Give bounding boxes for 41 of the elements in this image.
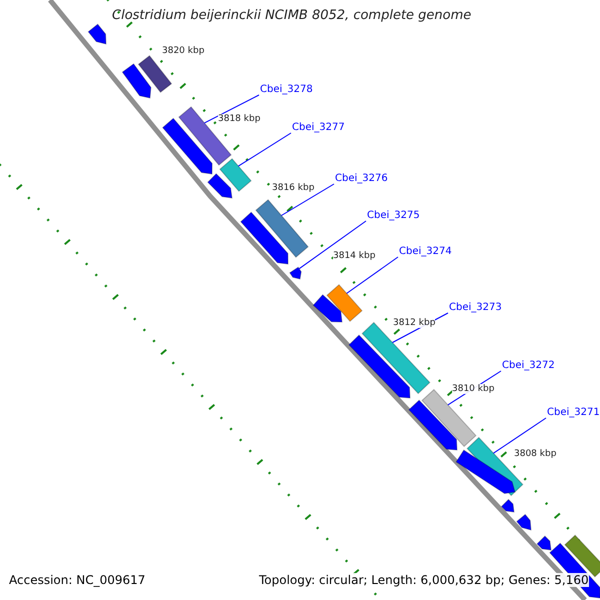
gene-label: Cbei_3271 xyxy=(547,407,600,418)
title: Clostridium beijerinckii NCIMB 8052, complete genome xyxy=(112,8,472,23)
gene-label: Cbei_3276 xyxy=(335,173,388,184)
leader-line xyxy=(238,132,292,167)
gene-label: Cbei_3278 xyxy=(260,84,313,95)
scale-label: 3818 kbp xyxy=(218,114,260,124)
gene-feature xyxy=(516,514,532,531)
gene-feature xyxy=(162,118,213,175)
gene-feature xyxy=(326,284,363,322)
gene-feature xyxy=(456,449,516,494)
gene-feature xyxy=(536,535,552,551)
gene-feature xyxy=(122,63,152,99)
gene-label: Cbei_3272 xyxy=(502,360,555,371)
gene-feature xyxy=(240,212,288,265)
scale-label: 3808 kbp xyxy=(514,449,556,459)
gene-feature xyxy=(289,266,302,280)
leader-line xyxy=(280,184,334,216)
gene-feature xyxy=(408,400,458,451)
gene-label: Cbei_3277 xyxy=(292,122,345,133)
gene-label: Cbei_3275 xyxy=(367,210,420,221)
leader-line xyxy=(204,94,260,124)
genome-info-text: Topology: circular; Length: 6,000,632 bp; Genes: 5,160 xyxy=(259,573,589,587)
gene-label: Cbei_3274 xyxy=(399,246,452,257)
leader-line xyxy=(346,256,398,294)
scale-label: 3812 kbp xyxy=(393,318,436,328)
scale-label: 3820 kbp xyxy=(162,46,204,56)
scale-label: 3810 kbp xyxy=(452,384,494,394)
gene-feature xyxy=(207,173,233,199)
gene-feature xyxy=(255,199,309,258)
gene-feature xyxy=(312,294,343,323)
gene-feature xyxy=(219,158,252,192)
scale-label: 3814 kbp xyxy=(333,251,376,261)
scale-label: 3816 kbp xyxy=(272,183,314,193)
leader-line xyxy=(298,220,366,270)
gene-feature xyxy=(500,498,515,513)
gene-feature xyxy=(348,334,411,399)
gene-label: Cbei_3273 xyxy=(449,302,502,313)
leader-line xyxy=(493,418,546,454)
accession-text: Accession: NC_009617 xyxy=(9,573,146,587)
gene-feature xyxy=(138,55,172,93)
gene-feature xyxy=(88,24,107,45)
